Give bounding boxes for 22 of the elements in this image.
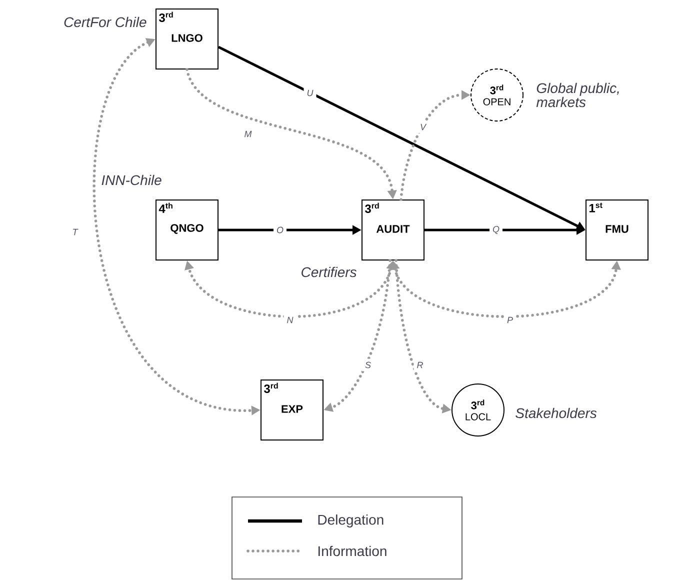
node-caption: Stakeholders xyxy=(516,408,597,418)
edge-label: N xyxy=(284,314,296,326)
node-caption: CertFor Chile xyxy=(64,16,146,28)
node-caption: Certifiers xyxy=(302,266,356,278)
edge-label: P xyxy=(504,314,516,326)
edge-label: U xyxy=(304,86,316,100)
actor-box: 3$^{rd}$ LNGO xyxy=(156,8,218,70)
legend-entry: Delegation xyxy=(248,514,384,528)
legend-entry: Information xyxy=(246,546,386,556)
edge-label: O xyxy=(274,224,286,236)
edge-label: V xyxy=(417,120,429,134)
edge-label: T xyxy=(69,226,81,238)
actor-box: 3$^{rd}$ AUDIT xyxy=(362,200,424,260)
node-caption: Global public, markets xyxy=(536,82,619,108)
actor-box: 3$^{rd}$ EXP xyxy=(260,380,324,440)
edge-label: Q xyxy=(490,223,502,237)
node-caption: INN-Chile xyxy=(102,174,162,186)
actor-box: 4$^{th}$ QNGO xyxy=(156,200,218,260)
actor-box: 1$^{st}$ FMU xyxy=(586,200,648,260)
edge-label: M xyxy=(241,128,255,140)
edge-label: R xyxy=(414,358,426,372)
edge-label: S xyxy=(362,358,374,372)
